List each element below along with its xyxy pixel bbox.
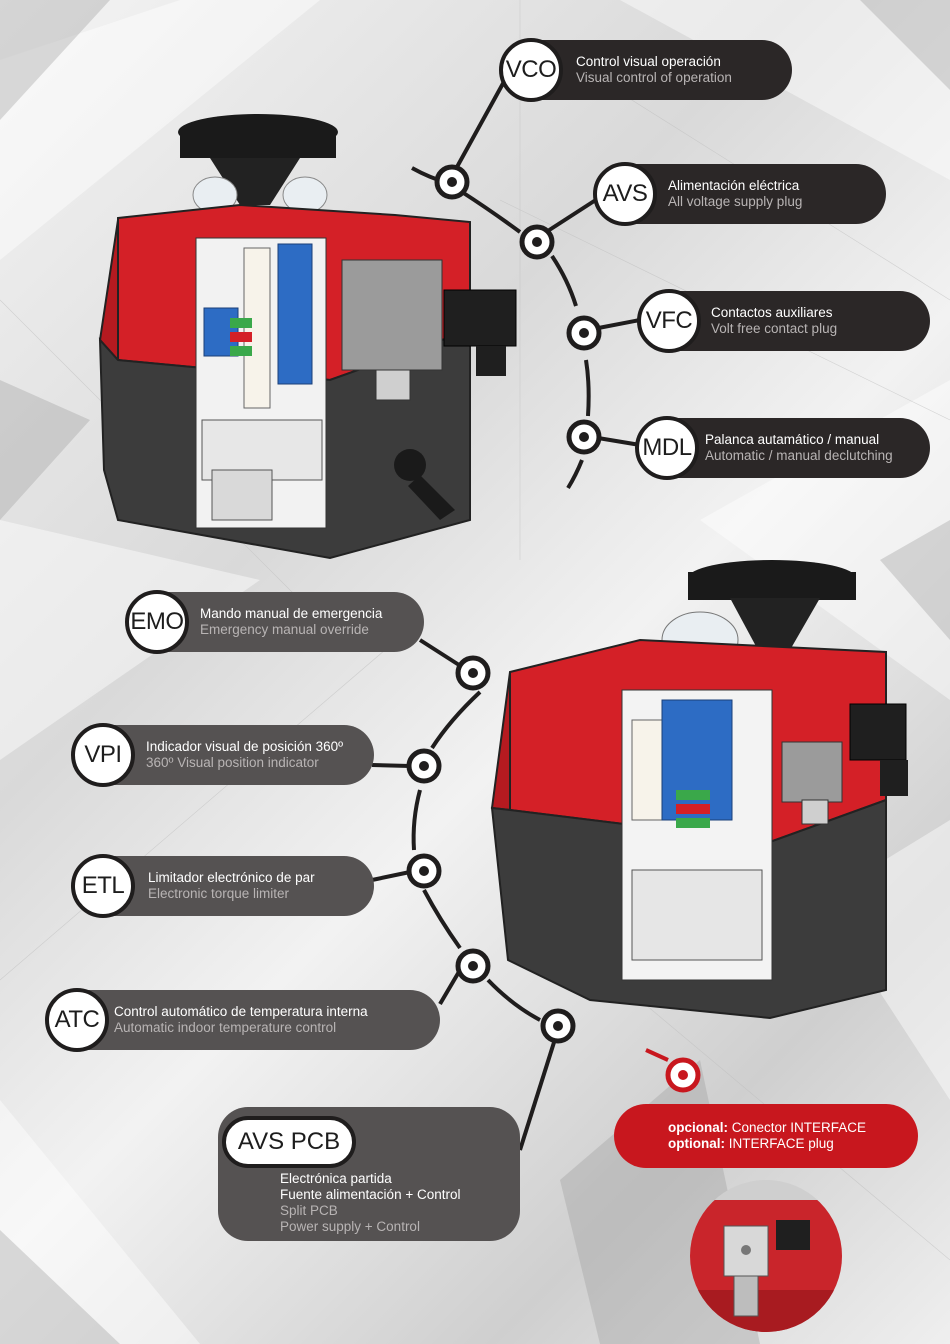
badge-atc: ATC (45, 988, 109, 1052)
atc-label-es: Control automático de temperatura intern… (114, 1004, 368, 1019)
node-rings-bottom (406, 655, 701, 1093)
badge-avs-pcb: AVS PCB (222, 1116, 356, 1168)
badge-etl: ETL (71, 854, 135, 918)
optional-es: opcional: Conector INTERFACE (668, 1120, 866, 1136)
node-rings-top (434, 164, 602, 455)
mdl-label-en: Automatic / manual declutching (705, 448, 893, 463)
etl-label-en: Electronic torque limiter (148, 886, 290, 901)
badge-avs: AVS (593, 162, 657, 226)
pcb-es-line2: Fuente alimentación + Control (280, 1187, 461, 1202)
vco-label-en: Visual control of operation (576, 70, 732, 85)
badge-vpi: VPI (71, 723, 135, 787)
optional-en-label: optional: (668, 1136, 725, 1151)
vpi-label-en: 360º Visual position indicator (146, 755, 319, 770)
badge-mdl: MDL (635, 416, 699, 480)
optional-es-text: Conector INTERFACE (728, 1120, 867, 1135)
avs-label-es: Alimentación eléctrica (668, 178, 800, 193)
optional-en-text: INTERFACE plug (725, 1136, 834, 1151)
pcb-en-line1: Split PCB (280, 1203, 338, 1218)
atc-label-en: Automatic indoor temperature control (114, 1020, 337, 1035)
callout-optional-interface: opcional: Conector INTERFACE optional: I… (614, 1104, 918, 1168)
valve-actuator-top-icon (98, 114, 517, 560)
badge-vco: VCO (499, 38, 563, 102)
mdl-label-es: Palanca autamático / manual (705, 432, 880, 447)
optional-en: optional: INTERFACE plug (668, 1136, 866, 1152)
vpi-label-es: Indicador visual de posición 360º (146, 739, 344, 754)
callout-atc: Control automático de temperatura intern… (46, 990, 440, 1050)
etl-label-es: Limitador electrónico de par (148, 870, 315, 885)
badge-emo: EMO (125, 590, 189, 654)
interface-plug-photo-icon (690, 1180, 842, 1332)
emo-label-en: Emergency manual override (200, 622, 369, 637)
pcb-es-line1: Electrónica partida (280, 1171, 392, 1186)
avs-label-en: All voltage supply plug (668, 194, 803, 209)
optional-es-label: opcional: (668, 1120, 728, 1135)
badge-vfc: VFC (637, 289, 701, 353)
vfc-label-en: Volt free contact plug (711, 321, 838, 336)
callout-avs-pcb: Electrónica partida Fuente alimentación … (218, 1107, 520, 1241)
valve-actuator-bottom-icon (490, 560, 908, 1020)
emo-label-es: Mando manual de emergencia (200, 606, 383, 621)
vfc-label-es: Contactos auxiliares (711, 305, 833, 320)
vco-label-es: Control visual operación (576, 54, 721, 69)
pcb-en-line2: Power supply + Control (280, 1219, 420, 1234)
